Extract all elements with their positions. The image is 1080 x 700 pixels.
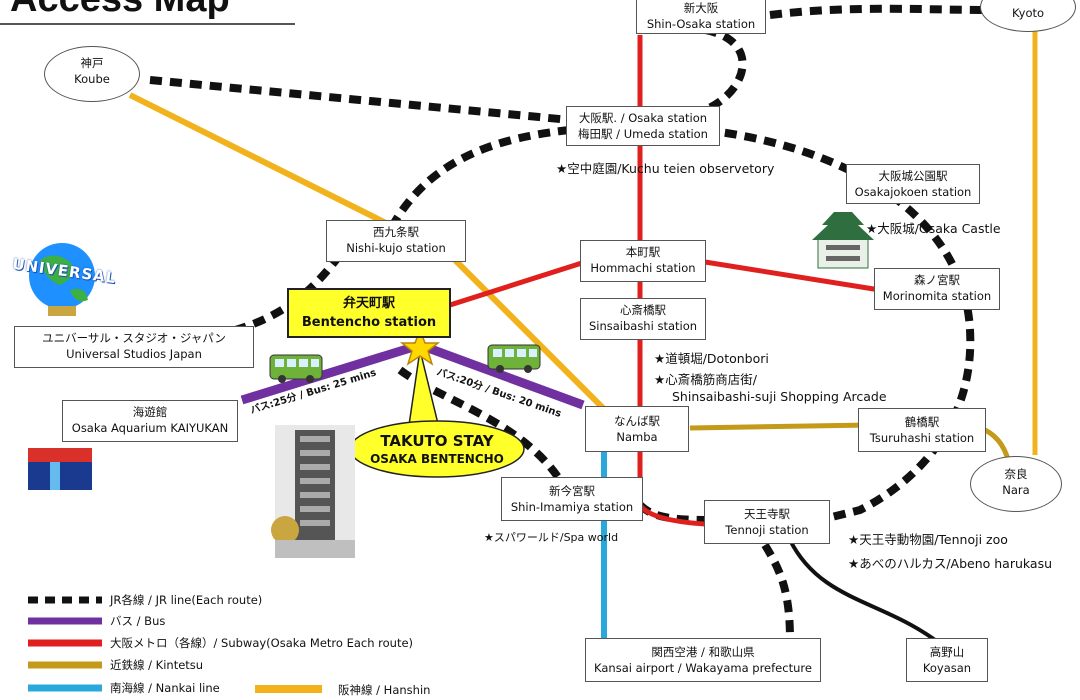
station-label-ja: 西九条駅	[373, 225, 419, 239]
hotel-building-image	[271, 425, 355, 558]
station-namba[interactable]: なんば駅 Namba	[585, 406, 689, 452]
title-underline	[0, 23, 295, 25]
note-shopping-arcade: Shinsaibashi-suji Shopping Arcade	[672, 389, 887, 404]
hotel-subname: OSAKA BENTENCHO	[370, 452, 504, 466]
station-koyasan[interactable]: 高野山 Koyasan	[906, 638, 988, 682]
station-hommachi[interactable]: 本町駅 Hommachi station	[580, 240, 706, 282]
note-abeno-harukasu: ★あべのハルカス/Abeno harukasu	[848, 556, 1053, 571]
station-label-en: Kyoto	[1011, 6, 1045, 20]
station-label-en: Osaka Aquarium KAIYUKAN	[71, 421, 229, 435]
station-label-en: Nara	[1002, 483, 1030, 497]
legend-subway: 大阪メトロ（各線）/ Subway(Osaka Metro Each route…	[110, 636, 414, 650]
station-label-ja: なんば駅	[614, 414, 660, 428]
note-shinsaibashi-suji: ★心斎橋筋商店街/	[654, 372, 757, 387]
station-tsuruhashi[interactable]: 鶴橋駅 Tsuruhashi station	[858, 408, 986, 452]
universal-globe-image	[29, 243, 95, 316]
station-label-ja: ユニバーサル・スタジオ・ジャパン	[42, 331, 226, 345]
star-marker	[399, 327, 441, 366]
station-label-en: Osakajokoen station	[854, 185, 972, 199]
station-label-ja: 神戸	[80, 56, 104, 70]
note-spa-world: ★スパワールド/Spa world	[484, 531, 619, 544]
legend-jr: JR各線 / JR line(Each route)	[110, 593, 263, 607]
station-label-ja: 海遊館	[132, 405, 168, 419]
station-label-en: Morinomita station	[882, 289, 992, 303]
station-usj[interactable]: ユニバーサル・スタジオ・ジャパン Universal Studios Japan	[14, 326, 254, 368]
station-label-ja: 大阪駅. / Osaka station	[578, 111, 708, 125]
page-title: Access Map	[10, 0, 230, 21]
station-shin-osaka[interactable]: 新大阪 Shin-Osaka station	[636, 0, 766, 34]
note-dotonbori: ★道頓堀/Dotonbori	[654, 351, 769, 366]
station-osakajokoen[interactable]: 大阪城公園駅 Osakajokoen station	[846, 164, 980, 204]
station-label-ja: 鶴橋駅	[904, 415, 940, 429]
station-label-en: Tennoji station	[725, 523, 809, 537]
station-nara[interactable]: 奈良 Nara	[970, 456, 1062, 512]
legend-hanshin: 阪神線 / Hanshin	[338, 683, 431, 697]
station-label-ja: 心斎橋駅	[620, 303, 666, 317]
station-label-ja: 新大阪	[683, 1, 719, 15]
station-label-en: Sinsaibashi station	[588, 319, 698, 333]
station-shinsaibashi[interactable]: 心斎橋駅 Sinsaibashi station	[580, 298, 706, 340]
legend-bus: バス / Bus	[110, 614, 166, 628]
station-label-en: Kansai airport / Wakayama prefecture	[594, 661, 812, 675]
station-bentencho[interactable]: 弁天町駅 Bentencho station	[287, 288, 451, 338]
legend-nankai: 南海線 / Nankai line	[110, 681, 220, 695]
kaiyukan-image	[28, 448, 92, 490]
koyasan-line	[788, 539, 937, 642]
hotel-name: TAKUTO STAY	[380, 432, 494, 450]
station-label-ja: 大阪城公園駅	[878, 169, 948, 183]
note-osaka-castle: ★大阪城/Osaka Castle	[866, 221, 1001, 236]
note-tennoji-zoo: ★天王寺動物園/Tennoji zoo	[848, 532, 1008, 547]
station-label-en: Tsuruhashi station	[869, 431, 975, 445]
station-label-en: Universal Studios Japan	[66, 347, 202, 361]
station-label-en: Koube	[74, 72, 110, 86]
bus-icon-left	[269, 354, 323, 383]
station-tennoji[interactable]: 天王寺駅 Tennoji station	[704, 500, 830, 544]
station-label-en: 梅田駅 / Umeda station	[578, 127, 708, 141]
station-label-en: Namba	[616, 430, 658, 444]
station-label-ja: 関西空港 / 和歌山県	[651, 645, 755, 659]
osaka-castle-image	[812, 212, 874, 269]
station-label-en: Hommachi station	[590, 261, 696, 275]
station-label-ja: 奈良	[1004, 467, 1028, 481]
station-label-ja: 本町駅	[625, 245, 661, 259]
station-label-en: Nishi-kujo station	[346, 241, 446, 255]
station-label-ja: 高野山	[929, 645, 965, 659]
station-label-ja: 森ノ宮駅	[914, 273, 960, 287]
station-label-en: Shin-Osaka station	[646, 17, 756, 31]
station-kaiyukan[interactable]: 海遊館 Osaka Aquarium KAIYUKAN	[62, 400, 238, 442]
station-kobe[interactable]: 神戸 Koube	[44, 46, 140, 102]
station-label-ja: 新今宮駅	[549, 484, 595, 498]
station-nishikujo[interactable]: 西九条駅 Nishi-kujo station	[326, 220, 466, 262]
legend-swatches	[28, 596, 322, 693]
bus-icon-right	[487, 344, 541, 373]
station-label-en: Bentencho station	[301, 315, 437, 330]
legend-kintetsu: 近鉄線 / Kintetsu	[110, 658, 204, 672]
station-label-ja: 天王寺駅	[744, 507, 790, 521]
station-kansai[interactable]: 関西空港 / 和歌山県 Kansai airport / Wakayama pr…	[585, 638, 821, 682]
station-shin-imamiya[interactable]: 新今宮駅 Shin-Imamiya station	[501, 477, 643, 521]
station-morinomiya[interactable]: 森ノ宮駅 Morinomita station	[874, 268, 1000, 310]
note-kuchu-teien: ★空中庭園/Kuchu teien observetory	[556, 161, 775, 176]
station-osaka-umeda[interactable]: 大阪駅. / Osaka station 梅田駅 / Umeda station	[566, 106, 720, 146]
station-label-en: Koyasan	[922, 661, 972, 675]
station-label-ja: 弁天町駅	[342, 296, 395, 311]
station-label-en: Shin-Imamiya station	[510, 500, 634, 514]
